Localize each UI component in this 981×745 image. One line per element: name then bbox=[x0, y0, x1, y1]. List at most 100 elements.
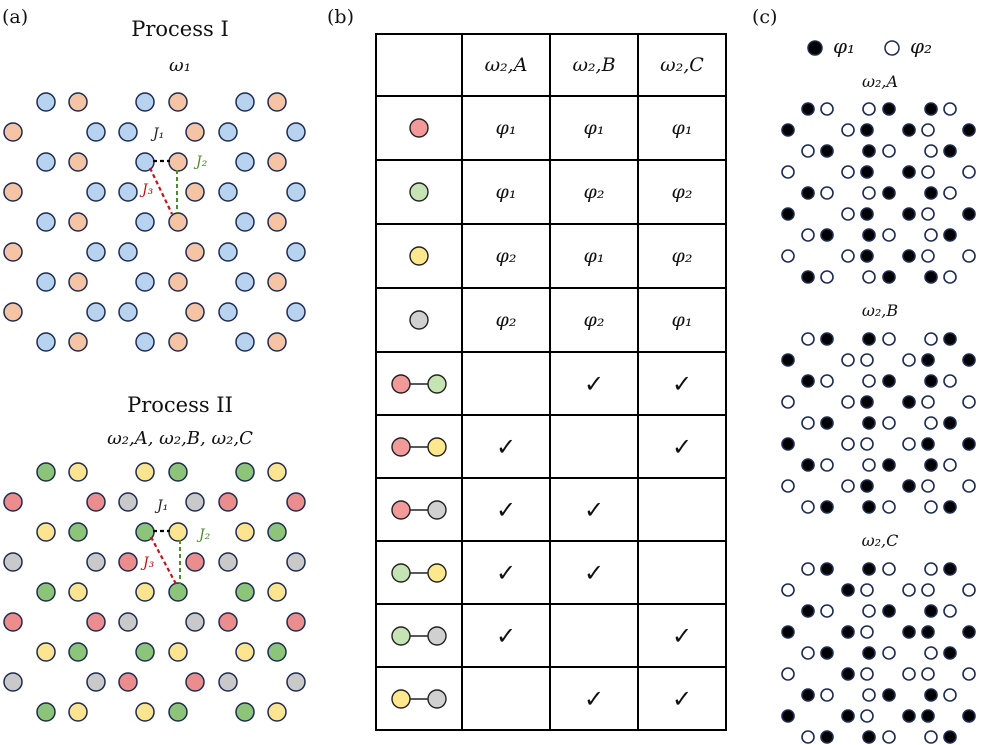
phi2-site bbox=[924, 144, 938, 158]
lattice-site bbox=[168, 332, 188, 352]
phi2-site bbox=[962, 395, 976, 409]
lattice-site bbox=[168, 702, 188, 722]
legend-open-marker bbox=[884, 40, 900, 56]
phi2-site bbox=[882, 500, 896, 514]
phi2-site bbox=[801, 144, 815, 158]
site-circle bbox=[409, 310, 429, 330]
lattice-site bbox=[68, 462, 88, 482]
phi1-site bbox=[924, 604, 938, 618]
phi2-site bbox=[862, 186, 876, 200]
site-swatch bbox=[409, 182, 429, 202]
phi1-site bbox=[962, 207, 976, 221]
phi2-site bbox=[820, 458, 834, 472]
phi1-site bbox=[882, 458, 896, 472]
lattice-site bbox=[36, 92, 56, 112]
config-b-title: ω₂,B bbox=[861, 301, 899, 320]
phi1-site bbox=[902, 709, 916, 723]
site-circle bbox=[427, 562, 447, 583]
phi1-site bbox=[801, 102, 815, 116]
phi2-site bbox=[943, 102, 957, 116]
phi1-site bbox=[841, 667, 855, 681]
phi2-site bbox=[924, 416, 938, 430]
phi1-site bbox=[820, 332, 834, 346]
bond-color-cell bbox=[375, 603, 463, 668]
phi1-site bbox=[860, 207, 874, 221]
phi2-site bbox=[882, 144, 896, 158]
phi2-site bbox=[860, 583, 874, 597]
lattice-site bbox=[118, 672, 138, 692]
lattice-site bbox=[3, 182, 23, 202]
phi1-site bbox=[862, 332, 876, 346]
phi1-site bbox=[902, 249, 916, 263]
lattice-site bbox=[185, 122, 205, 142]
lattice-site bbox=[185, 302, 205, 322]
table-row: ✓✓ bbox=[375, 603, 727, 668]
lattice-site bbox=[286, 122, 306, 142]
lattice-site bbox=[118, 242, 138, 262]
phi1-site bbox=[943, 562, 957, 576]
phi1-site bbox=[862, 562, 876, 576]
phi1-site bbox=[862, 646, 876, 660]
lattice-site bbox=[185, 182, 205, 202]
phi1-site bbox=[962, 709, 976, 723]
check-cell: ✓ bbox=[637, 666, 727, 731]
lattice-site bbox=[218, 122, 238, 142]
lattice-site bbox=[286, 492, 306, 512]
lattice-site bbox=[68, 522, 88, 542]
bond-swatch bbox=[391, 373, 447, 394]
phi1-site bbox=[943, 646, 957, 660]
phi1-site bbox=[921, 437, 935, 451]
phi1-site bbox=[781, 207, 795, 221]
phi1-site bbox=[841, 583, 855, 597]
phi1-site bbox=[962, 625, 976, 639]
phi2-site bbox=[902, 667, 916, 681]
phi2-site bbox=[841, 249, 855, 263]
phi1-site bbox=[862, 228, 876, 242]
bond-j3 bbox=[150, 536, 177, 585]
lattice-site bbox=[267, 212, 287, 232]
table-row: ✓✓ bbox=[375, 540, 727, 605]
phi1-site bbox=[801, 270, 815, 284]
lattice-site bbox=[235, 92, 255, 112]
lattice-site bbox=[68, 212, 88, 232]
site-circle bbox=[427, 499, 447, 520]
site-circle bbox=[409, 246, 429, 266]
phi2-site bbox=[921, 249, 935, 263]
lattice-site bbox=[118, 492, 138, 512]
phi1-site bbox=[882, 604, 896, 618]
lattice-site bbox=[135, 212, 155, 232]
lattice-site bbox=[218, 302, 238, 322]
check-cell: ✓ bbox=[461, 540, 551, 605]
check-cell: ✓ bbox=[637, 414, 727, 479]
lattice-site bbox=[286, 302, 306, 322]
phi1-site bbox=[882, 186, 896, 200]
process-1-subtitle: ω₁ bbox=[169, 55, 191, 76]
lattice-site bbox=[185, 242, 205, 262]
lattice-site bbox=[267, 522, 287, 542]
phi2-site bbox=[921, 395, 935, 409]
lattice-site bbox=[286, 612, 306, 632]
lattice-site bbox=[218, 492, 238, 512]
lattice-site bbox=[36, 642, 56, 662]
phi1-site bbox=[781, 437, 795, 451]
j2-label: J₂ bbox=[196, 527, 211, 543]
phi1-site bbox=[924, 374, 938, 388]
check-cell bbox=[637, 477, 727, 542]
phi2-site bbox=[882, 416, 896, 430]
lattice-site bbox=[218, 612, 238, 632]
phi2-site bbox=[862, 458, 876, 472]
site-swatch bbox=[409, 118, 429, 138]
phi1-site bbox=[902, 395, 916, 409]
phi-value-cell: φ₁ bbox=[637, 287, 727, 353]
phi2-site bbox=[882, 562, 896, 576]
panel-b-label: (b) bbox=[327, 6, 354, 28]
phi1-site bbox=[820, 646, 834, 660]
phi2-site bbox=[921, 667, 935, 681]
lattice-site bbox=[267, 92, 287, 112]
lattice-site bbox=[235, 332, 255, 352]
j3-label: J₃ bbox=[140, 555, 155, 571]
phi2-site bbox=[841, 207, 855, 221]
phi2-site bbox=[781, 165, 795, 179]
